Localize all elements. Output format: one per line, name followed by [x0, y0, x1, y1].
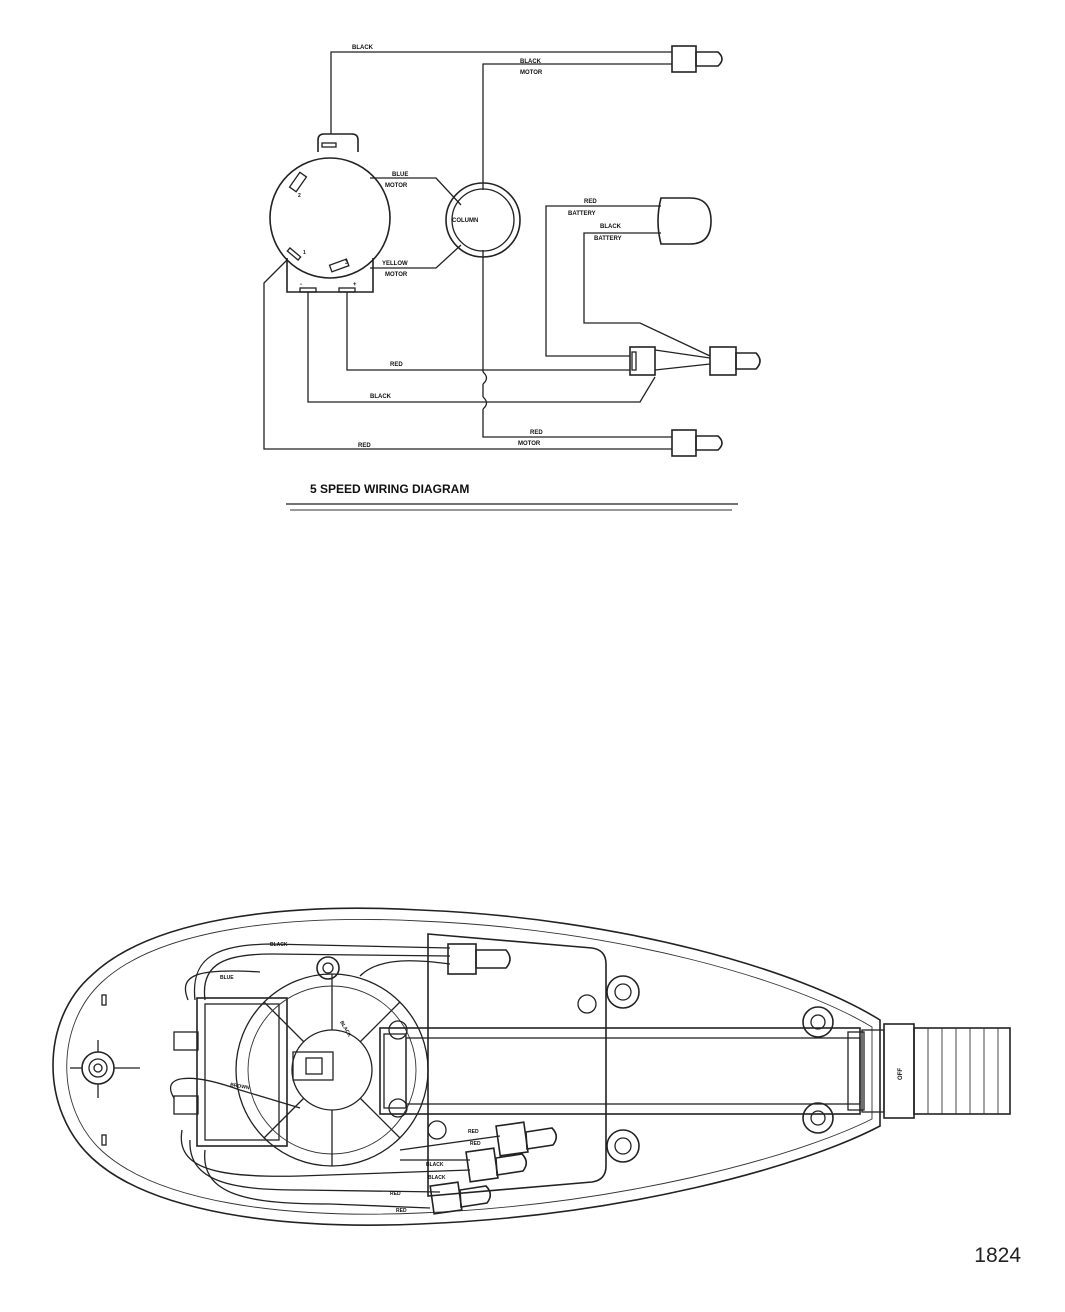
assembly-label-black-2: BLACK	[428, 1175, 446, 1181]
assembly-wires	[169, 943, 501, 1209]
assembly-label-black-diag: BLACK	[338, 1020, 352, 1038]
label-plus: +	[353, 282, 357, 288]
page-number: 1824	[974, 1244, 1021, 1267]
label-red-motor-1: RED	[530, 430, 543, 436]
wiring-schematic: BLACK BLACK MOTOR BLUE MOTOR COLUMN YELL…	[263, 45, 761, 511]
motor-connector-red	[671, 429, 723, 457]
assembly-label-red-3: RED	[390, 1191, 401, 1197]
speed-switch	[269, 133, 391, 293]
label-yellow-motor-1: YELLOW	[382, 261, 408, 267]
label-red-bottom: RED	[358, 443, 371, 449]
housing-outline	[52, 907, 881, 1226]
diagram-title: 5 SPEED WIRING DIAGRAM	[310, 482, 469, 496]
battery-connector-left	[629, 346, 656, 376]
label-pos-3: 3	[345, 260, 348, 266]
label-black-battery-1: BLACK	[600, 224, 622, 230]
label-black-top: BLACK	[352, 45, 374, 51]
label-red-motor-2: MOTOR	[518, 441, 541, 447]
label-off: OFF	[898, 1068, 904, 1080]
switch-housing	[173, 997, 334, 1147]
label-red-battery-1: RED	[584, 199, 597, 205]
label-black-motor-2: MOTOR	[520, 70, 543, 76]
label-blue-motor-1: BLUE	[392, 172, 408, 178]
assembly-label-red-2: RED	[470, 1141, 481, 1147]
battery-connector-right	[709, 346, 761, 376]
control-head-assembly: OFF BLACK BLUE BLAC	[52, 907, 1011, 1226]
label-pos-2: 2	[298, 193, 301, 199]
assembly-label-red-1: RED	[468, 1129, 479, 1135]
label-blue-motor-2: MOTOR	[385, 183, 408, 189]
left-mount-boss	[70, 1040, 140, 1098]
tiller-bar	[379, 1020, 885, 1118]
label-red-battery-2: BATTERY	[568, 211, 596, 217]
label-yellow-motor-2: MOTOR	[385, 272, 408, 278]
rotor-disk	[235, 973, 429, 1167]
label-black-motor-1: BLACK	[520, 59, 542, 65]
label-minus: -	[300, 282, 302, 288]
label-red-mid: RED	[390, 362, 403, 368]
label-column: COLUMN	[452, 218, 478, 224]
assembly-label-red-4: RED	[396, 1208, 407, 1214]
label-black-battery-2: BATTERY	[594, 236, 622, 242]
assembly-label-black-1: BLACK	[426, 1162, 444, 1168]
battery	[657, 197, 712, 245]
mount-bosses	[427, 975, 834, 1163]
assembly-label-black-top: BLACK	[270, 942, 288, 948]
assembly-label-brown: BROWN	[230, 1082, 251, 1091]
label-black-mid: BLACK	[370, 394, 392, 400]
wires	[263, 51, 711, 450]
twist-grip: OFF	[883, 1023, 1011, 1119]
motor-connector-black	[671, 45, 723, 73]
label-pos-1: 1	[303, 250, 306, 256]
assembly-connectors	[429, 943, 558, 1215]
assembly-label-blue: BLUE	[220, 975, 234, 981]
